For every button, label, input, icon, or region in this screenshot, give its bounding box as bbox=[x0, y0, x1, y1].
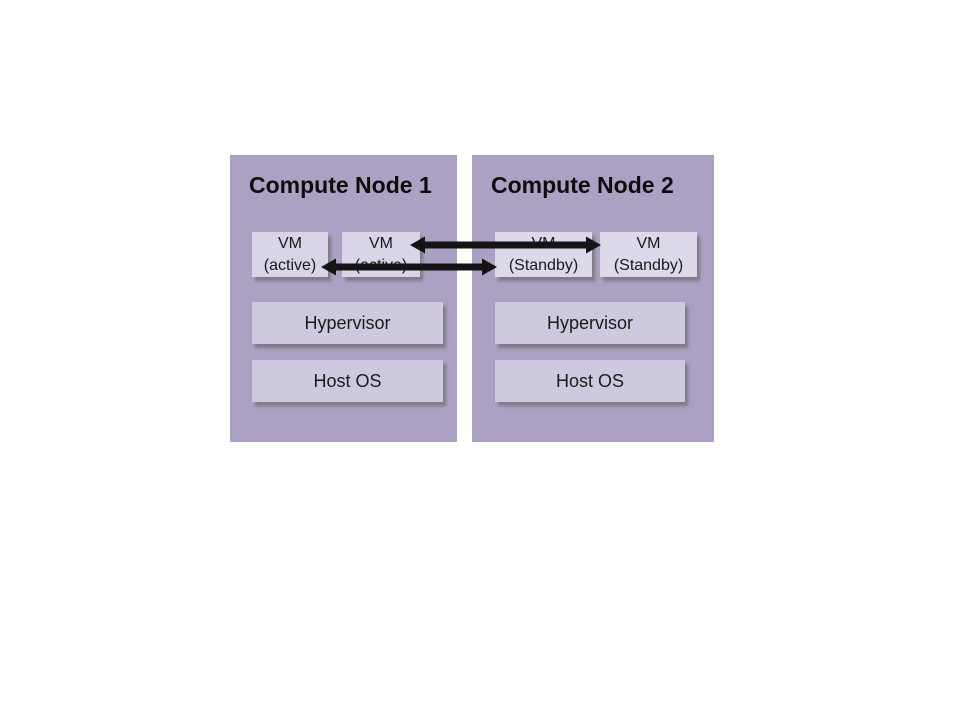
hypervisor-label: Hypervisor bbox=[546, 312, 634, 333]
host-os-label: Host OS bbox=[313, 370, 382, 391]
vm-name: VM bbox=[636, 235, 661, 252]
vm-state: (Standby) bbox=[508, 257, 579, 274]
host-os-box-node2: Host OS bbox=[495, 360, 685, 402]
vm-name: VM bbox=[531, 235, 556, 252]
vm-box-node1-active-2: VM (active) bbox=[342, 232, 420, 277]
hypervisor-box-node1: Hypervisor bbox=[252, 302, 443, 344]
host-os-label: Host OS bbox=[555, 370, 625, 391]
compute-node-1-title: Compute Node 1 bbox=[249, 172, 432, 198]
compute-node-2-title: Compute Node 2 bbox=[491, 172, 674, 198]
vm-state: (active) bbox=[354, 257, 408, 274]
host-os-box-node1: Host OS bbox=[252, 360, 443, 402]
vm-state: (Standby) bbox=[613, 257, 684, 274]
vm-box-node2-standby-2: VM (Standby) bbox=[600, 232, 697, 277]
vm-box-node2-standby-1: VM (Standby) bbox=[495, 232, 592, 277]
hypervisor-label: Hypervisor bbox=[304, 312, 391, 333]
vm-name: VM bbox=[369, 235, 393, 252]
vm-name: VM bbox=[278, 235, 302, 252]
vm-box-node1-active-1: VM (active) bbox=[252, 232, 328, 277]
hypervisor-box-node2: Hypervisor bbox=[495, 302, 685, 344]
vm-state: (active) bbox=[263, 257, 317, 274]
